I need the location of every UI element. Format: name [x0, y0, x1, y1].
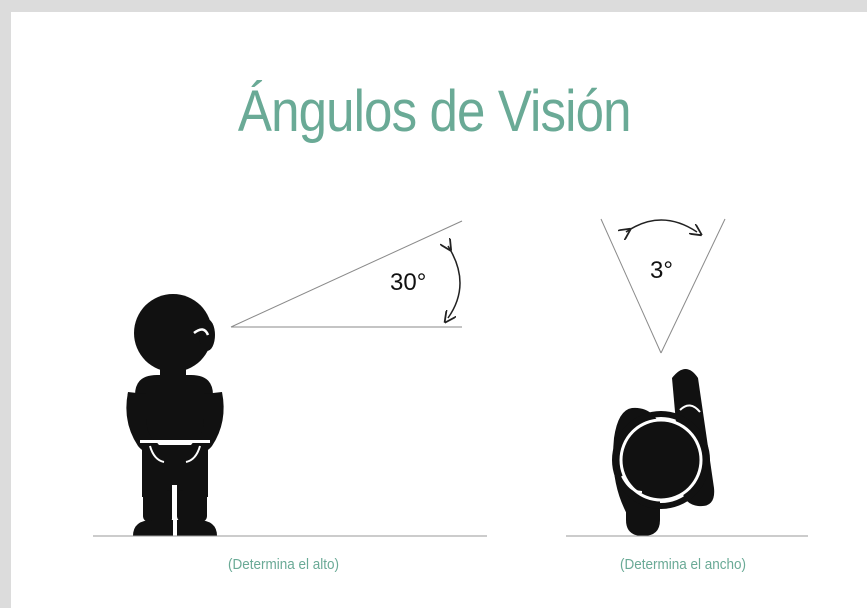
top-view-panel: 3° [566, 218, 808, 537]
angle-arc-arrow [448, 246, 461, 318]
standing-person-icon [126, 294, 224, 536]
vertical-vision-cone [230, 220, 463, 328]
page-title: Ángulos de Visión [237, 79, 632, 144]
top-view-person-icon [612, 369, 715, 536]
side-view-panel: 30° [93, 220, 487, 537]
angle-label-30: 30° [390, 269, 426, 296]
angle-arc-arrow-top [626, 219, 697, 232]
angle-label-3: 3° [650, 257, 673, 284]
caption-right: (Determina el ancho) [620, 556, 747, 573]
caption-left: (Determina el alto) [228, 556, 340, 573]
horizontal-vision-cone [600, 218, 726, 354]
